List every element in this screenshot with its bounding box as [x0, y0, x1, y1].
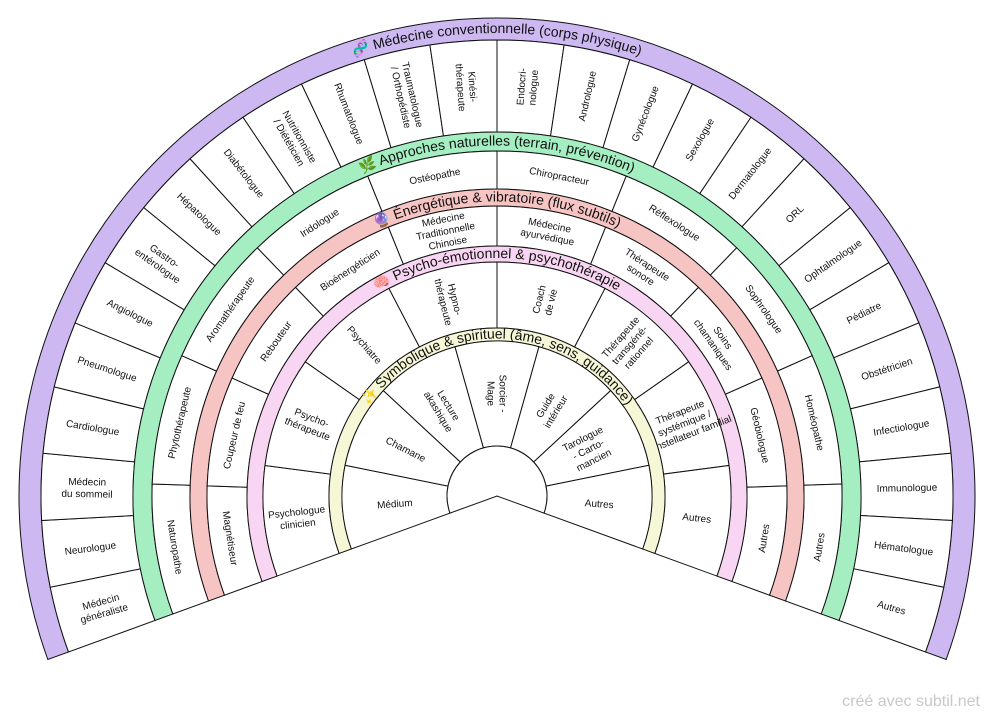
cell-label: Sorcier -Mage [485, 375, 508, 413]
watermark: créé avec subtil.net [842, 693, 980, 710]
cell-label: Autres [757, 523, 772, 553]
ring-1: 🧬 Médecine conventionnelle (corps physiq… [18, 17, 976, 661]
cell-label: Autres [584, 498, 614, 511]
cell-label: Autres [682, 512, 712, 526]
cell-label: Médium [377, 498, 413, 512]
cell-label: Immunologue [877, 483, 938, 495]
cell-label: Médecindu sommeil [61, 477, 113, 501]
cell-label: Kinési-thérapeute [453, 62, 479, 112]
ring-2: 🌿 Approches naturelles (terrain, prévent… [132, 131, 862, 622]
cell-label: Endocri-nologue [515, 68, 541, 107]
center-hub [446, 445, 548, 514]
cell-label: Psychologueclinicien [268, 504, 328, 533]
cell-label: Autres [812, 532, 827, 562]
